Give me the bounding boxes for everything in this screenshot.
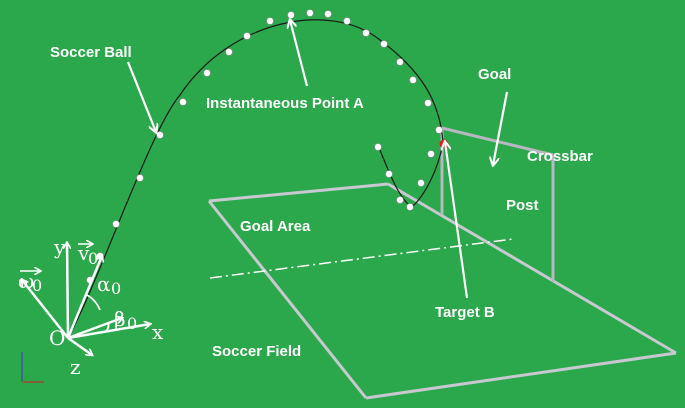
axis-y xyxy=(67,243,68,339)
ball-dot xyxy=(203,69,211,77)
beta-arc xyxy=(104,321,110,333)
beta-label: β xyxy=(114,307,126,331)
ball-dot xyxy=(136,174,144,182)
ball-dot xyxy=(266,17,274,25)
alpha-label: α xyxy=(97,272,111,296)
axis-x-label: x xyxy=(152,320,164,344)
target-b-marker xyxy=(439,139,449,149)
ball-dot xyxy=(424,99,432,107)
label-goal-area: Goal Area xyxy=(240,218,311,235)
ball-dot xyxy=(385,170,393,178)
origin-label: O xyxy=(49,326,65,350)
coordinate-system xyxy=(22,243,150,355)
ball-dot xyxy=(179,98,187,106)
ball-dot xyxy=(380,40,388,48)
vector-v xyxy=(66,256,102,339)
label-soccer-ball: Soccer Ball xyxy=(50,44,132,61)
ball-points xyxy=(86,9,443,284)
alpha-arc xyxy=(86,294,101,311)
axis-y-label: y xyxy=(53,235,66,259)
ball-dot xyxy=(362,29,370,37)
ball-dot xyxy=(396,58,404,66)
ball-dot xyxy=(435,126,443,134)
ball-dot xyxy=(427,150,435,158)
goal-area-line xyxy=(209,238,514,279)
label-target-b: Target B xyxy=(435,304,495,321)
ball-dot xyxy=(417,179,425,187)
label-crossbar: Crossbar xyxy=(527,148,593,165)
ball-dot xyxy=(306,9,314,17)
ball-dot xyxy=(343,17,351,25)
vector-beta-ray xyxy=(67,318,122,340)
label-post: Post xyxy=(506,197,539,214)
axis-x xyxy=(67,324,150,340)
ball-dot xyxy=(156,131,164,139)
ball-dot xyxy=(243,32,251,40)
ball-dot xyxy=(324,10,332,18)
ball-trajectory xyxy=(67,19,444,339)
alpha-sub: 0 xyxy=(111,279,121,298)
label-point-a: Instantaneous Point A xyxy=(206,95,364,112)
beta-sub: 0 xyxy=(127,314,137,333)
ball-dot xyxy=(225,48,233,56)
soccer-field-outline xyxy=(207,182,677,400)
arrow-target-b xyxy=(445,142,469,299)
ball-dot xyxy=(112,220,120,228)
omega-sub: 0 xyxy=(32,276,42,295)
arrow-point-a xyxy=(290,20,309,87)
axis-z-label: z xyxy=(70,355,81,379)
mini-axis-indicator xyxy=(21,352,44,383)
omega-label: ω xyxy=(18,269,34,293)
label-arrows xyxy=(126,20,509,299)
ball-dot xyxy=(374,143,382,151)
v-label: v xyxy=(77,241,90,265)
ball-dot xyxy=(396,196,404,204)
label-soccer-field: Soccer Field xyxy=(212,343,301,360)
ball-dot xyxy=(406,203,414,211)
label-goal: Goal xyxy=(478,66,511,83)
v-sub: 0 xyxy=(88,249,98,268)
arrow-soccer-ball xyxy=(126,61,156,132)
axis-z xyxy=(67,336,92,355)
vector-omega xyxy=(22,280,69,339)
ball-dot xyxy=(287,11,295,19)
arrow-goal xyxy=(493,91,509,165)
ball-dot xyxy=(409,76,417,84)
